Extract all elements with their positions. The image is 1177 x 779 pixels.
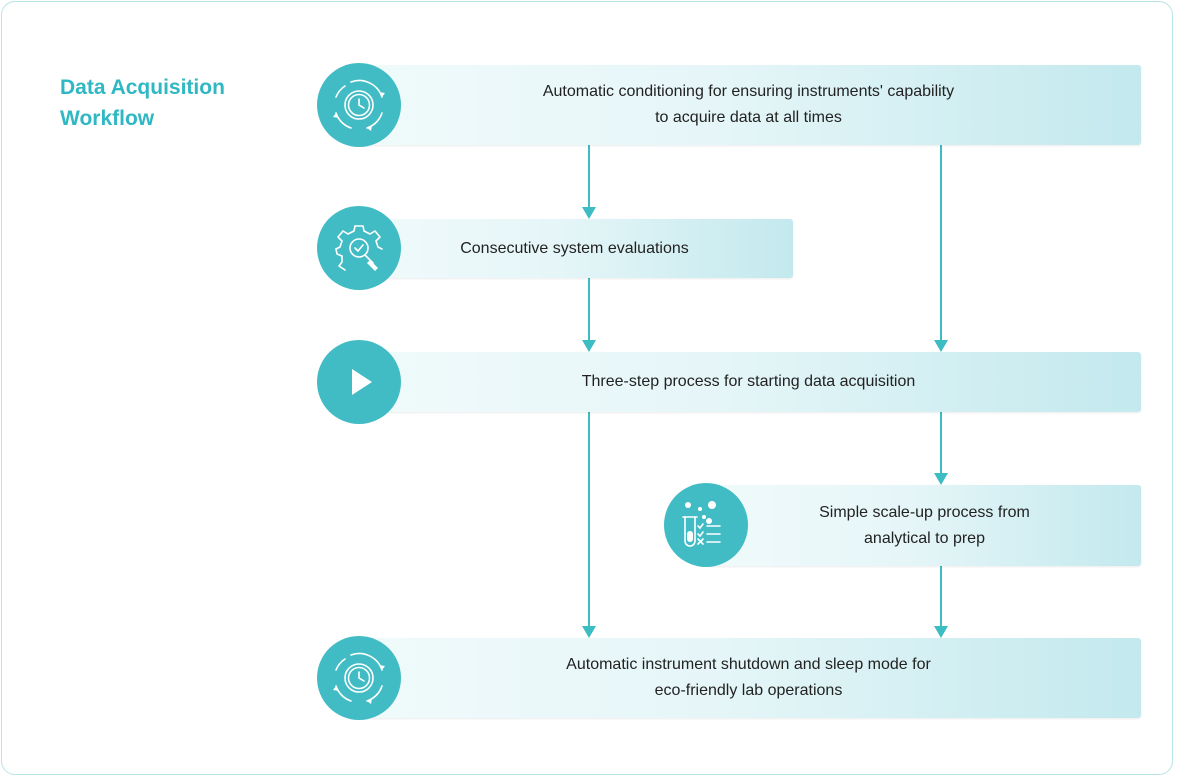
- step-icon-circle: [317, 636, 401, 720]
- step-icon-circle: [664, 483, 748, 567]
- arrowhead: [934, 473, 948, 485]
- page-title: Data Acquisition Workflow: [60, 76, 225, 130]
- step-text: Consecutive system evaluations: [460, 239, 689, 257]
- step-box-conditioning: Automatic conditioning for ensuring inst…: [356, 65, 1141, 145]
- step-box-scaleup: Simple scale-up process from analytical …: [708, 485, 1141, 566]
- arrowhead: [934, 340, 948, 352]
- step-text: Simple scale-up process from analytical …: [819, 503, 1030, 547]
- test-tube-checklist-icon: [682, 501, 721, 547]
- arrowhead: [582, 207, 596, 219]
- play-icon: [352, 369, 372, 395]
- arrowhead: [582, 626, 596, 638]
- clock-cycle-icon: [333, 652, 385, 704]
- step-box-shutdown: Automatic instrument shutdown and sleep …: [356, 638, 1141, 718]
- step-text: Three-step process for starting data acq…: [581, 373, 916, 390]
- step-text: Automatic conditioning for ensuring inst…: [542, 83, 955, 126]
- step-text: Automatic instrument shutdown and sleep …: [566, 656, 931, 699]
- step-icon-circle: [317, 340, 401, 424]
- step-icon-circle: [317, 206, 401, 290]
- arrowhead: [934, 626, 948, 638]
- arrowhead: [582, 340, 596, 352]
- step-icon-circle: [317, 63, 401, 147]
- clock-cycle-icon: [333, 79, 385, 131]
- gear-magnifier-icon: [335, 225, 383, 271]
- step-box-evaluations: Consecutive system evaluations: [356, 219, 793, 278]
- step-box-start: Three-step process for starting data acq…: [356, 352, 1141, 412]
